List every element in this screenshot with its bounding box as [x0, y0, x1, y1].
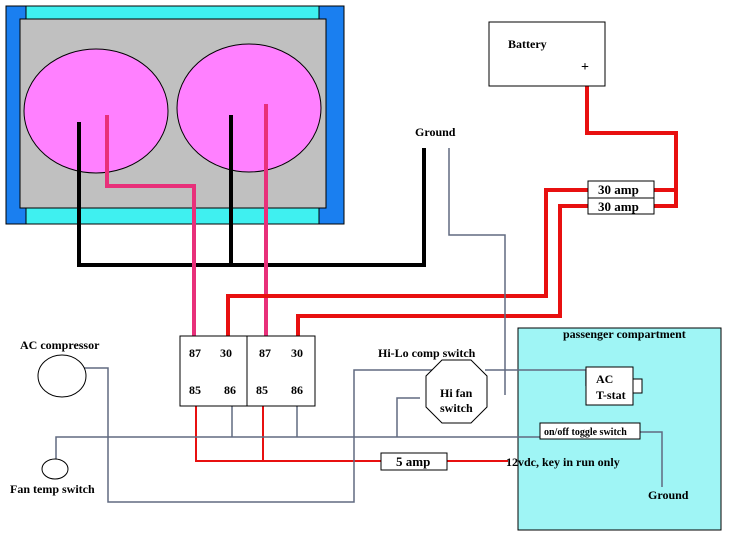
fan-left-blade: [23, 48, 169, 174]
ground-label-bottom: Ground: [648, 488, 689, 502]
svg-text:on/off toggle switch: on/off toggle switch: [544, 427, 627, 438]
key-on-power-label: 12vdc, key in run only: [506, 455, 620, 469]
fan-temp-switch: Fan temp switch: [10, 458, 95, 496]
svg-text:30 amp: 30 amp: [598, 199, 639, 214]
svg-text:Fan temp switch: Fan temp switch: [10, 482, 95, 496]
battery-plus-terminal: +: [581, 60, 589, 75]
svg-text:85: 85: [256, 383, 268, 397]
svg-text:switch: switch: [440, 401, 473, 415]
svg-text:85: 85: [189, 383, 201, 397]
fuse-30a-1: 30 amp: [587, 180, 655, 199]
svg-text:86: 86: [291, 383, 303, 397]
svg-text:AC: AC: [596, 372, 613, 386]
svg-text:AC compressor: AC compressor: [20, 338, 100, 352]
svg-text:T-stat: T-stat: [596, 388, 626, 402]
svg-text:30: 30: [291, 346, 303, 360]
signal-wires: [55, 148, 663, 503]
hi-lo-comp-switch: Hi-Lo comp switch Hi fan switch: [378, 346, 488, 424]
fan-feed-wires: [105, 104, 268, 340]
svg-text:30: 30: [220, 346, 232, 360]
passenger-compartment-label: passenger compartment: [563, 327, 686, 341]
svg-text:5 amp: 5 amp: [396, 454, 430, 469]
ac-tstat: AC T-stat: [585, 366, 643, 406]
on-off-toggle-switch: on/off toggle switch: [539, 422, 641, 440]
relay-1: 87 30 85 86: [179, 335, 248, 407]
trigger-wires: [195, 400, 508, 462]
ac-compressor: AC compressor: [20, 338, 100, 398]
power-wires: [226, 82, 678, 340]
fuse-30a-2: 30 amp: [587, 197, 655, 215]
svg-text:Hi-Lo comp switch: Hi-Lo comp switch: [378, 346, 476, 360]
fuse-5a: 5 amp: [380, 452, 448, 471]
svg-text:30 amp: 30 amp: [598, 182, 639, 197]
svg-text:87: 87: [259, 346, 271, 360]
svg-text:86: 86: [224, 383, 236, 397]
hi-fan-switch-label: Hi fan: [440, 386, 473, 400]
battery-label: Battery: [508, 37, 547, 51]
radiator-fan-assembly: [5, 5, 345, 225]
battery: Battery +: [488, 21, 606, 87]
ground-wires: [77, 115, 426, 267]
svg-text:87: 87: [189, 346, 201, 360]
relay-2: 87 30 85 86: [246, 335, 316, 407]
ground-label-top: Ground: [415, 125, 456, 139]
fan-right-blade: [176, 43, 322, 173]
